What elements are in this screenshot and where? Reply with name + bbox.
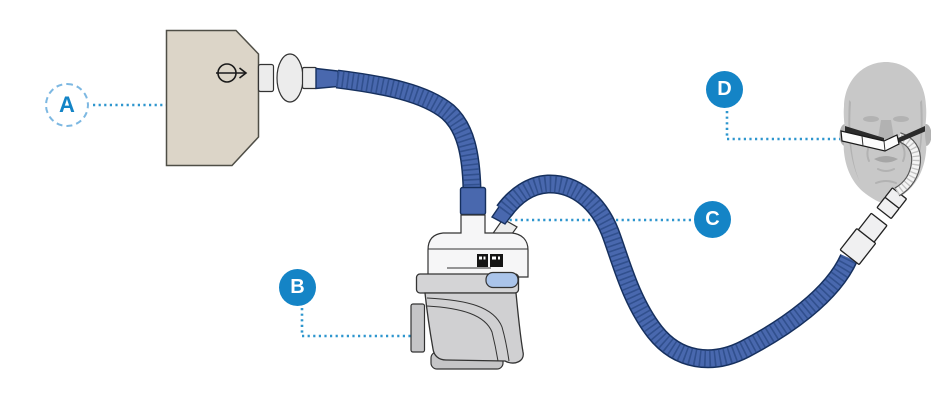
right-headstrap <box>898 126 925 143</box>
heated-breathing-tube <box>490 174 858 369</box>
side-tab <box>410 303 426 353</box>
inline-filter <box>276 53 304 103</box>
humidifier-device-illustration <box>410 214 529 370</box>
flow-source-illustration <box>165 29 339 167</box>
label-a-marker: A <box>45 83 89 127</box>
filter-outlet-connector <box>301 66 318 90</box>
label-c-letter: C <box>705 208 720 230</box>
label-c-marker: C <box>694 201 731 238</box>
label-a-letter: A <box>59 92 75 117</box>
label-d-marker: D <box>706 71 743 108</box>
cannula-tubing <box>894 132 922 197</box>
label-b-letter: B <box>290 276 305 298</box>
nasal-cannula <box>840 126 925 152</box>
device-body <box>424 292 524 364</box>
label-d-letter: D <box>717 78 732 100</box>
mouth-shading <box>874 156 898 163</box>
supply-tube-cuff <box>315 67 339 90</box>
chamber-marking-icons <box>477 254 503 267</box>
outlet-port <box>257 63 275 93</box>
label-b-marker: B <box>279 269 316 306</box>
flow-direction-icon <box>216 63 248 83</box>
leader-line-d <box>725 111 846 141</box>
chamber-release-button <box>485 271 519 289</box>
chamber-inlet-cuff <box>459 186 487 216</box>
leader-line-b <box>300 308 415 338</box>
supply-tube <box>335 69 487 216</box>
flow-source-box <box>165 29 260 167</box>
